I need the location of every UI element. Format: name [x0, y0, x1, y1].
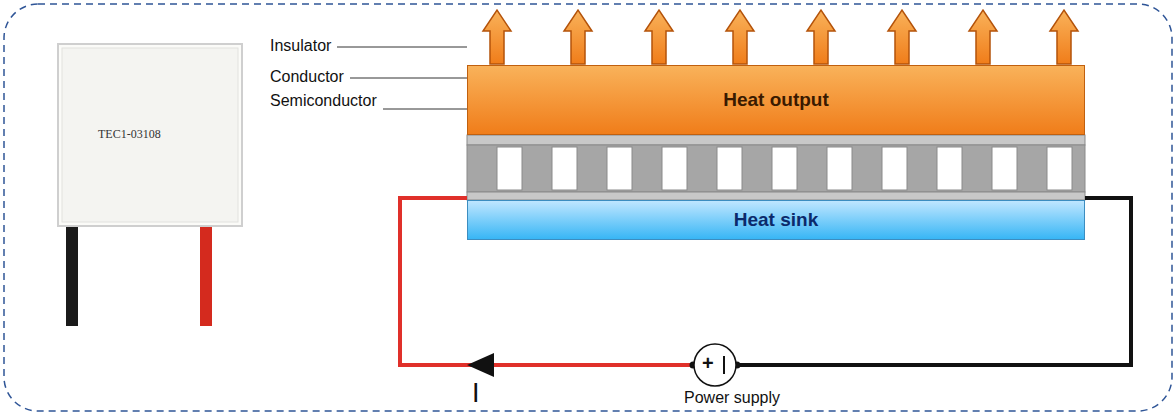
conductor-layer: [467, 135, 1085, 145]
layer-label: Semiconductor: [270, 93, 377, 109]
band-label: Heat output: [723, 89, 829, 111]
part-number: TEC1-03108: [98, 128, 161, 140]
dashed-frame: [4, 4, 1172, 411]
current-symbol: I: [472, 380, 480, 407]
heat-output-band: Heat output: [467, 65, 1085, 135]
layer-label: Insulator: [270, 38, 331, 54]
layer-label: Conductor: [270, 69, 344, 85]
band-label: Heat sink: [734, 209, 818, 231]
heat-arrows: [483, 10, 1078, 64]
current-arrow: [467, 353, 494, 377]
semiconductor-gaps: [497, 147, 1072, 190]
power-supply-label: Power supply: [684, 390, 780, 406]
heat-sink-band: Heat sink: [467, 200, 1085, 240]
tec-photo: [58, 44, 242, 326]
minus-bar: [723, 356, 725, 374]
power-supply-symbol: [694, 344, 736, 386]
semiconductor-layer: [467, 145, 1085, 192]
leader-line: [337, 47, 467, 48]
plus-sign: +: [702, 353, 714, 373]
leader-line: [383, 109, 467, 110]
leader-line: [350, 78, 467, 79]
conductor-layer: [467, 192, 1085, 200]
